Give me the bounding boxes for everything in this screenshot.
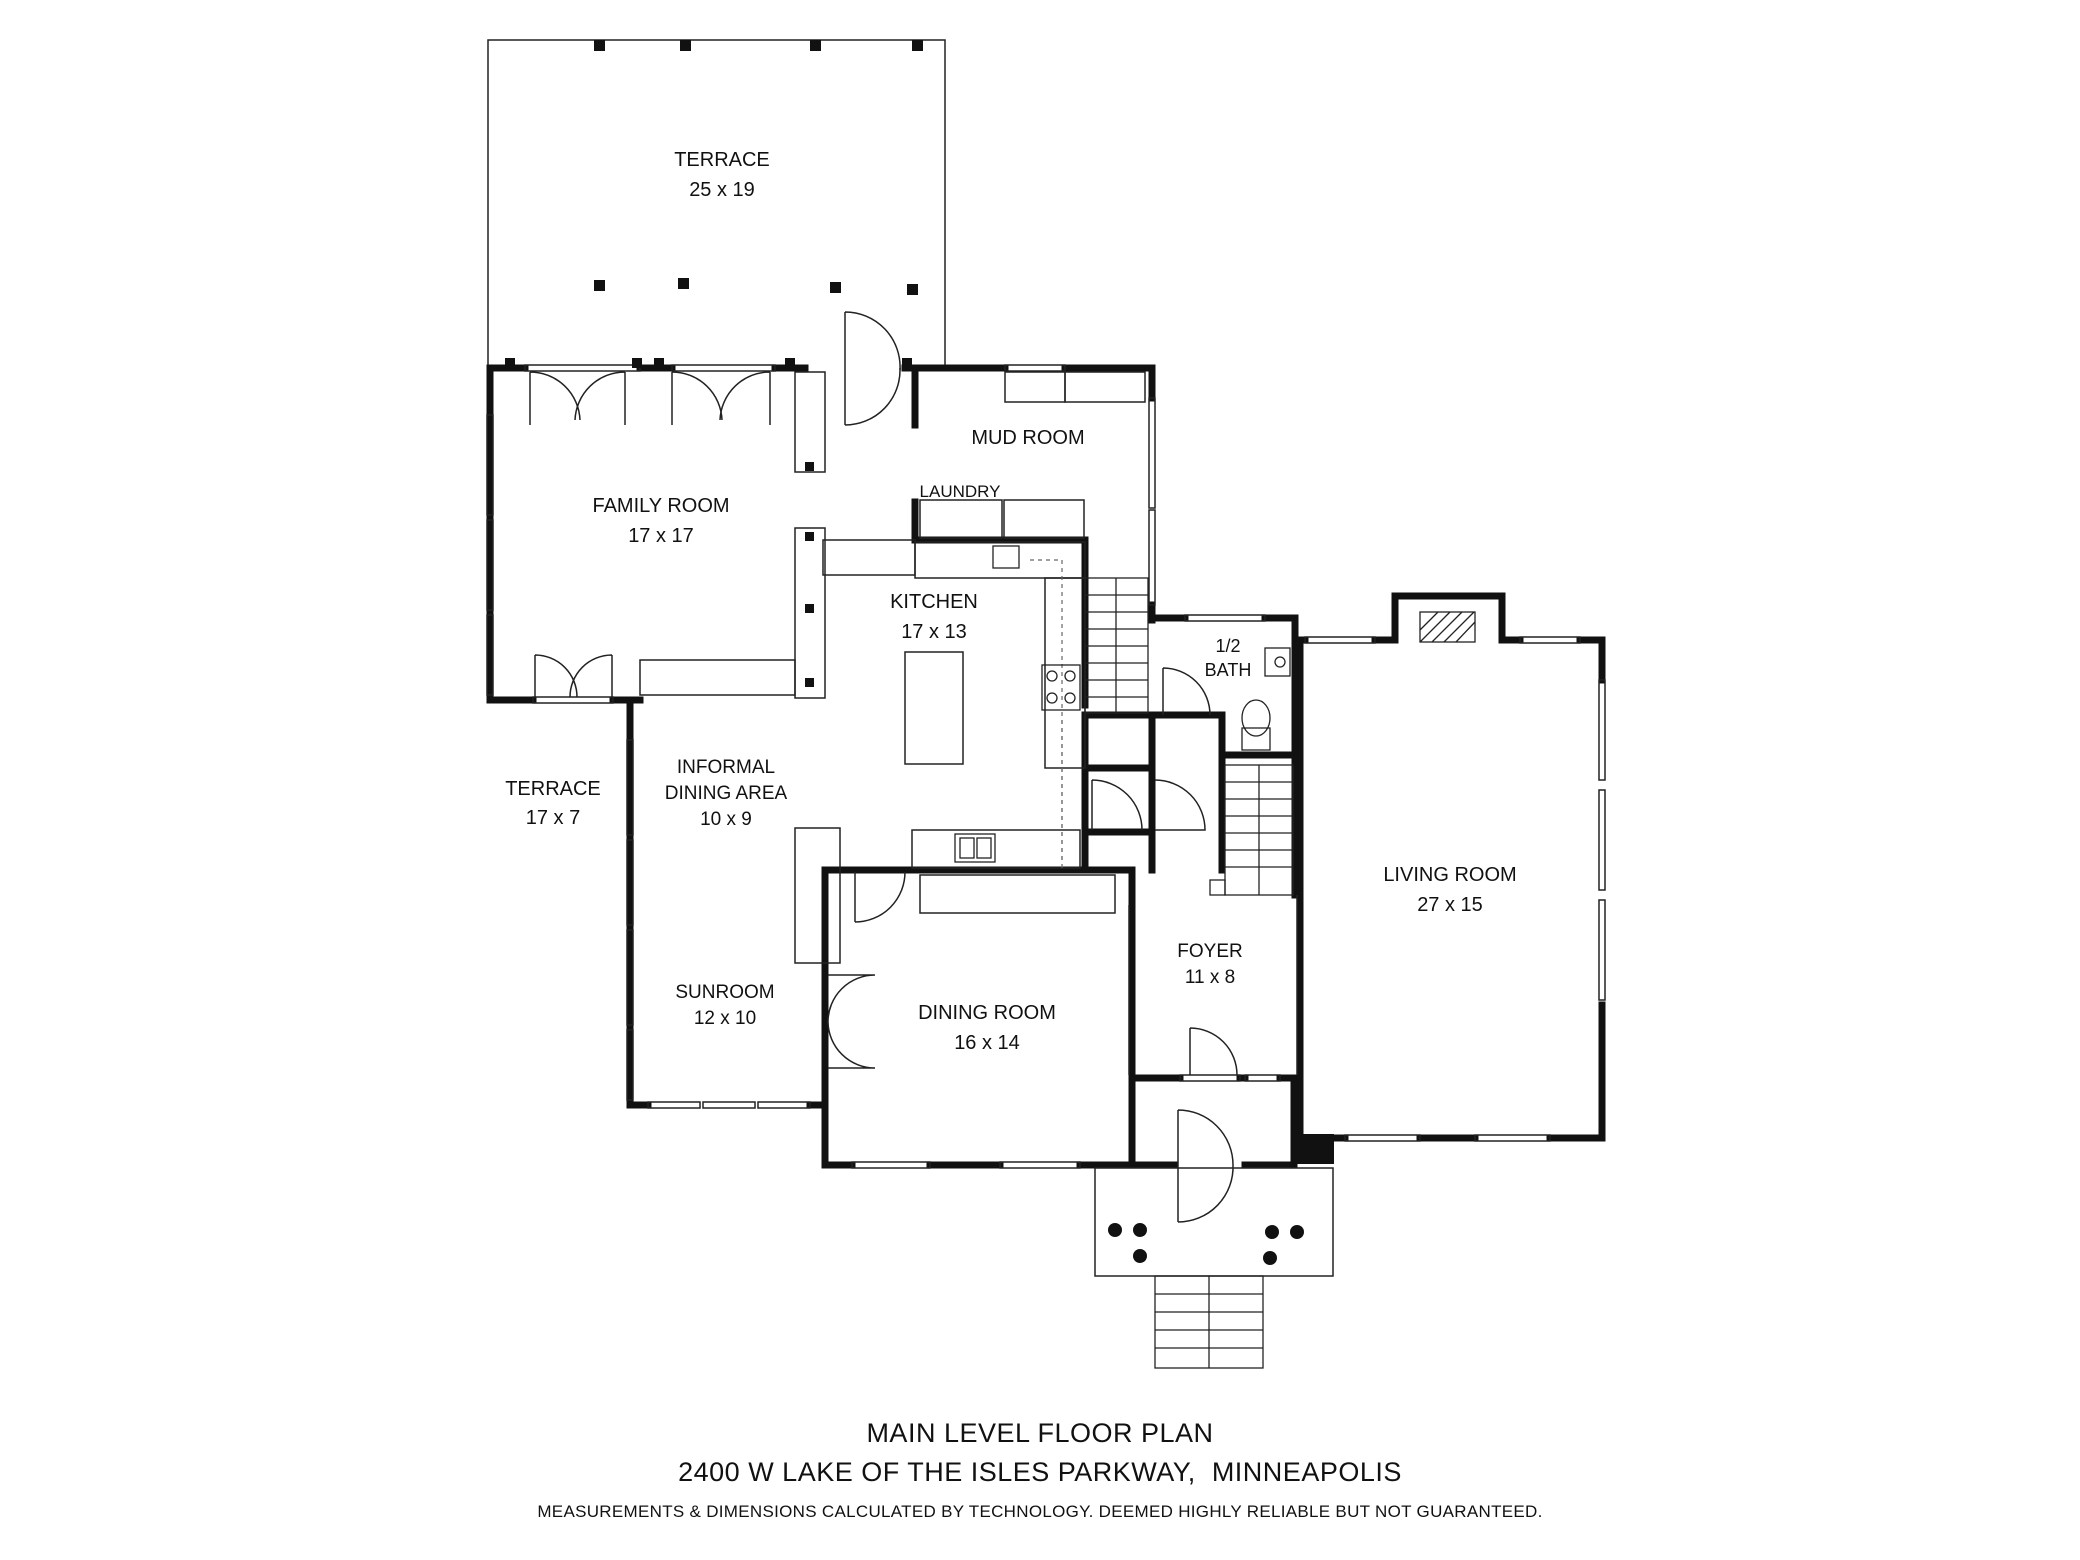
terrace-posts bbox=[594, 40, 923, 295]
informal-dining-line1: INFORMAL bbox=[677, 757, 775, 778]
kitchen-dashed-lines bbox=[1030, 559, 1063, 870]
mud-room-name: MUD ROOM bbox=[971, 427, 1084, 449]
half-bath-line1: 1/2 bbox=[1215, 636, 1240, 656]
terrace-top-dims: 25 x 19 bbox=[689, 179, 755, 201]
kitchen-dims: 17 x 13 bbox=[901, 621, 967, 643]
laundry-name: LAUNDRY bbox=[920, 482, 1001, 501]
plan-address: 2400 W LAKE OF THE ISLES PARKWAY, MINNEA… bbox=[678, 1457, 1402, 1487]
dining-room-name: DINING ROOM bbox=[918, 1002, 1056, 1024]
sunroom-dims: 12 x 10 bbox=[694, 1008, 756, 1029]
walls bbox=[486, 364, 1606, 1169]
cabinets bbox=[639, 371, 1146, 964]
foyer-dims: 11 x 8 bbox=[1185, 967, 1235, 988]
family-room-dims: 17 x 17 bbox=[628, 525, 694, 547]
dining-room-dims: 16 x 14 bbox=[954, 1032, 1020, 1054]
terrace-top-area bbox=[487, 39, 946, 365]
half-bath-line2: BATH bbox=[1205, 660, 1252, 680]
porch-columns bbox=[1108, 1223, 1304, 1265]
family-room-name: FAMILY ROOM bbox=[592, 495, 729, 517]
terrace-side-dims: 17 x 7 bbox=[526, 807, 580, 829]
front-steps bbox=[1154, 1275, 1264, 1369]
wall-corner-block bbox=[1296, 1134, 1334, 1164]
terrace-top-name: TERRACE bbox=[674, 149, 770, 171]
sunroom-name: SUNROOM bbox=[675, 982, 774, 1003]
family-room-columns bbox=[505, 358, 912, 687]
living-room-dims: 27 x 15 bbox=[1417, 894, 1483, 916]
plan-title: MAIN LEVEL FLOOR PLAN bbox=[866, 1418, 1214, 1448]
front-porch bbox=[1094, 1167, 1334, 1277]
foyer-name: FOYER bbox=[1177, 941, 1242, 962]
stairs-foyer bbox=[1209, 764, 1294, 896]
terrace-side-name: TERRACE bbox=[505, 778, 601, 800]
informal-dining-dims: 10 x 9 bbox=[700, 809, 752, 830]
informal-dining-line2: DINING AREA bbox=[665, 783, 788, 804]
kitchen-name: KITCHEN bbox=[890, 591, 978, 613]
fixtures bbox=[954, 545, 1476, 863]
windows bbox=[486, 364, 1606, 1169]
door-swings bbox=[529, 311, 1238, 1223]
plan-disclaimer: MEASUREMENTS & DIMENSIONS CALCULATED BY … bbox=[537, 1502, 1543, 1521]
living-room-name: LIVING ROOM bbox=[1383, 864, 1516, 886]
stairs-kitchen bbox=[1084, 577, 1149, 714]
